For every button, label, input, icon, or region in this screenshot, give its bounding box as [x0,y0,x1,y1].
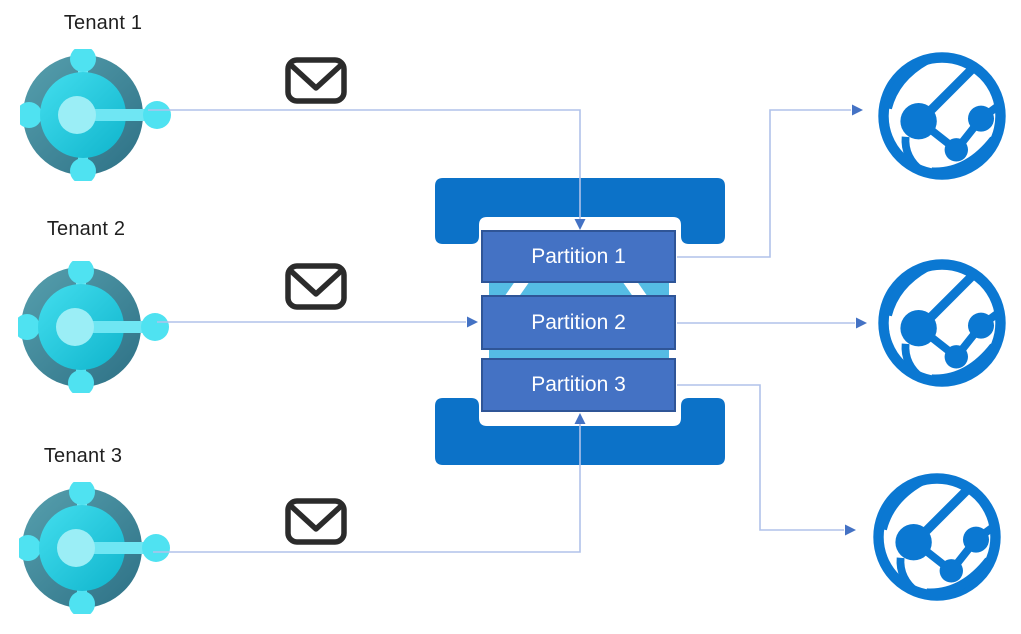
web-app-globe-icon [878,259,1006,387]
partition-2-box: Partition 2 [481,295,676,350]
partition-1-box: Partition 1 [481,230,676,283]
envelope-icon [285,263,347,310]
arrowhead-right [856,317,867,329]
web-app-globe-icon [878,52,1006,180]
arrowhead-right [845,524,856,536]
envelope-icon [285,498,347,545]
tenant-icon [18,261,169,393]
tenant-icon [19,482,170,614]
partition-3-box: Partition 3 [481,358,676,412]
tenant-1-label: Tenant 1 [63,12,143,34]
envelope-icon [285,57,347,104]
web-app-globe-icon [873,473,1001,601]
arrowhead-right [852,104,863,116]
tenant-3-label: Tenant 3 [43,445,123,467]
tenant-icon [20,49,171,181]
tenant-2-label: Tenant 2 [46,218,126,240]
